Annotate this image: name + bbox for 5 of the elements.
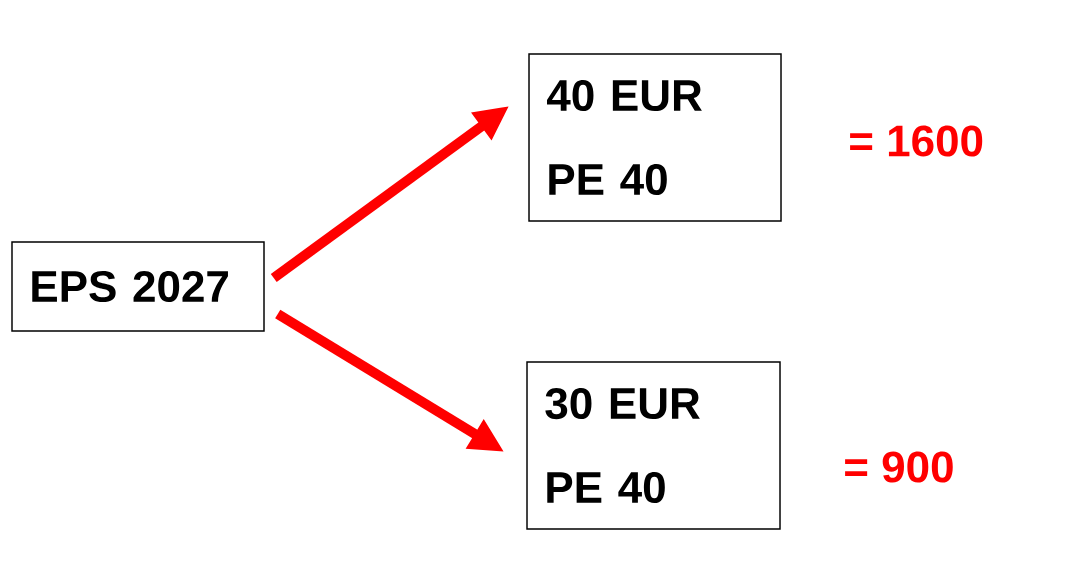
text-box: EPS 2027 <box>11 241 265 332</box>
text-box: 30 EUR PE 40 <box>526 361 781 530</box>
result-text: = 1600 <box>850 125 983 157</box>
text-box: 40 EUR PE 40 <box>528 53 782 222</box>
result-text: = 900 <box>845 451 953 483</box>
